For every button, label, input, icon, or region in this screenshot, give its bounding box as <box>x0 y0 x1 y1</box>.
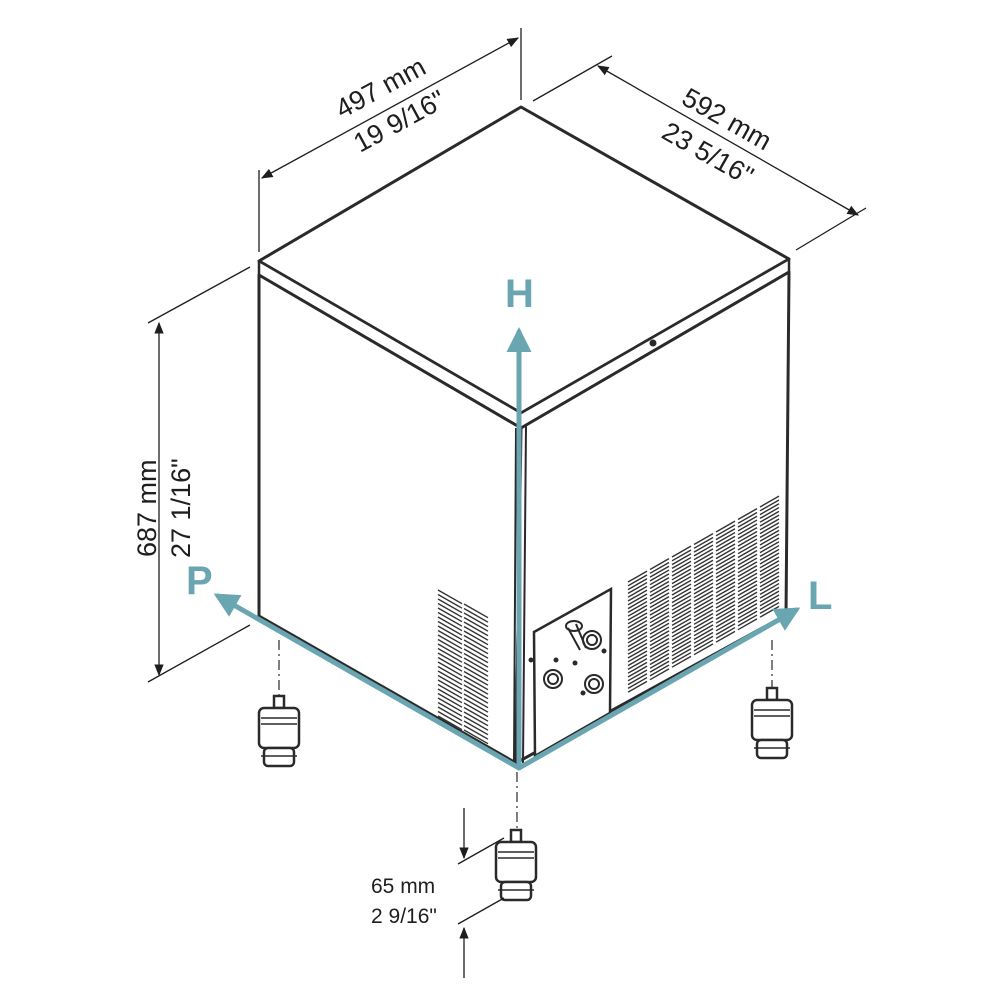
coordinate-axes <box>213 327 801 771</box>
axis-p-label: P <box>186 559 213 603</box>
feet-metric-label: 65 mm <box>371 875 435 898</box>
lid-screw <box>649 339 657 347</box>
axis-p-arrow <box>213 593 522 771</box>
vent-grille-icon <box>437 495 780 749</box>
axis-l-arrow <box>516 607 801 771</box>
height-extension-bottom <box>147 624 251 683</box>
connection-panel <box>528 586 613 759</box>
height-metric-label: 687 mm <box>132 459 162 557</box>
dimension-arrow-icon <box>260 37 520 179</box>
height-extension-top <box>147 266 251 324</box>
dimension-arrow-icon <box>596 65 860 216</box>
dimension-lines <box>147 28 867 978</box>
axis-l-label: L <box>808 574 832 618</box>
connector-icon <box>528 620 607 696</box>
feet-extension-bottom <box>457 897 505 925</box>
centre-lines <box>278 640 773 830</box>
feet-extension-top <box>457 837 505 865</box>
height-imperial-label: 27 1/16" <box>166 458 196 558</box>
feet-imperial-label: 2 9/16" <box>371 905 437 928</box>
depth-extension-left <box>532 55 613 102</box>
axis-h-label: H <box>505 272 534 316</box>
